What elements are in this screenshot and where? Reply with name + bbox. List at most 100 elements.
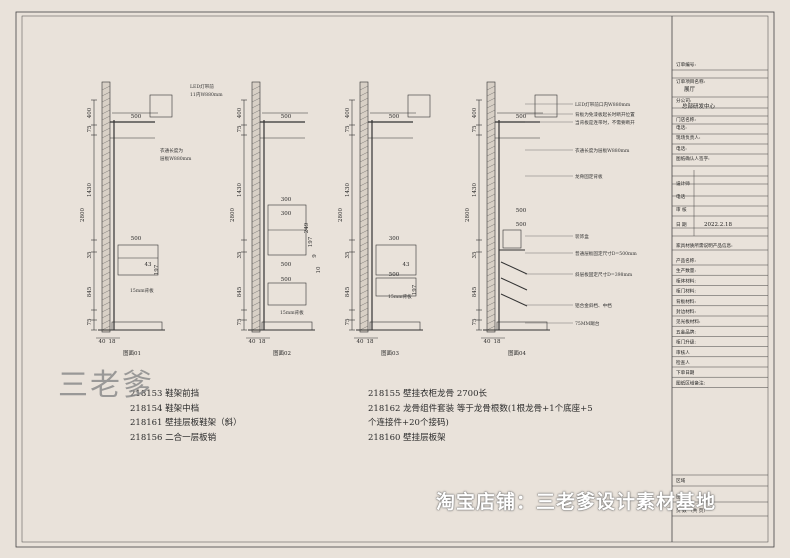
wall-section (359, 81, 369, 333)
dim-label: 75 (345, 125, 351, 132)
wall-hatch (101, 109, 111, 115)
parts-item-right: 218160 壁挂层板架 (368, 432, 446, 443)
wall-hatch (359, 121, 369, 127)
wall-hatch (101, 163, 111, 169)
wall-hatch (101, 103, 111, 109)
dim-label: 75 (472, 318, 478, 325)
drawer-width-label: 500 (389, 272, 400, 278)
wall-hatch (486, 91, 496, 97)
wall-hatch (251, 127, 261, 133)
wall-hatch (486, 277, 496, 283)
wall-hatch (101, 187, 111, 193)
wall-hatch (101, 139, 111, 145)
drawer-box (375, 244, 417, 276)
wall-hatch (101, 295, 111, 301)
wall-hatch (101, 85, 111, 91)
wall-hatch (251, 283, 261, 289)
spec-row-label: 柜门材料: (676, 288, 696, 295)
wall-hatch (251, 115, 261, 121)
wall-section (486, 81, 496, 333)
wall-hatch (359, 271, 369, 277)
product-info-label: 家具材质所需说明产品信息: (676, 242, 733, 249)
dim-label: 75 (237, 318, 243, 325)
wall-hatch (251, 235, 261, 241)
wall-hatch (359, 229, 369, 235)
store-label: 订单项目名称: (676, 78, 706, 85)
dim-label: 1430 (237, 183, 243, 197)
wall-hatch (359, 115, 369, 121)
dim-label: 1430 (87, 183, 93, 197)
wall-hatch (101, 133, 111, 139)
wall-hatch (251, 175, 261, 181)
inner-dim-label: 300 (281, 211, 292, 217)
wall-hatch (251, 319, 261, 325)
wall-hatch (101, 211, 111, 217)
wall-hatch (251, 103, 261, 109)
dim-label: 400 (472, 107, 478, 118)
parts-item-left: 218153 鞋架前挡 (130, 388, 199, 399)
wall-hatch (251, 313, 261, 319)
wall-hatch (486, 241, 496, 247)
wall-hatch (359, 313, 369, 319)
wall-hatch (359, 187, 369, 193)
bottom-dim-label: 18 (259, 339, 266, 345)
wall-hatch (101, 97, 111, 103)
wall-hatch (101, 91, 111, 97)
elevation-label: 图面01 (123, 349, 141, 357)
wall-hatch (101, 175, 111, 181)
review-label: 审 核 (676, 206, 687, 213)
wall-hatch (359, 103, 369, 109)
dim-label: 400 (237, 107, 243, 118)
wall-hatch (359, 91, 369, 97)
wall-hatch (486, 295, 496, 301)
spec-row-label: 柜体材料: (676, 277, 696, 284)
note-back-panel: 15mm背板 (388, 293, 412, 300)
dim-label: 2800 (80, 208, 86, 222)
phone2-label: 电话: (676, 145, 687, 152)
note-shelf: 层板W880mm (160, 155, 192, 162)
wall-hatch (359, 295, 369, 301)
spec-row-label: 产品名称: (676, 257, 696, 264)
wall-hatch (486, 187, 496, 193)
bottom-dim-label: 40 (249, 339, 256, 345)
wall-hatch (251, 145, 261, 151)
wall-hatch (101, 121, 111, 127)
elevation-label: 图面03 (381, 349, 399, 357)
wall-hatch (486, 121, 496, 127)
wall-hatch (251, 259, 261, 265)
wall-hatch (486, 265, 496, 271)
wall-hatch (101, 313, 111, 319)
dim-label: 75 (472, 125, 478, 132)
branch-value: 总部研发中心 (682, 102, 716, 110)
wall-hatch (251, 271, 261, 277)
note-back-panel: 15mm背板 (280, 309, 304, 316)
wall-hatch (251, 91, 261, 97)
spec-row-label: 图纸区域备注: (676, 379, 706, 386)
wall-hatch (251, 211, 261, 217)
drawer-dim-label: 197 (154, 264, 160, 275)
dim-label: 845 (472, 286, 478, 297)
wall-hatch (101, 181, 111, 187)
wall-hatch (251, 187, 261, 193)
dim-label: 75 (345, 318, 351, 325)
width-dim-label: 500 (516, 114, 527, 120)
wall-hatch (486, 313, 496, 319)
wall-hatch (486, 157, 496, 163)
inner-dim-label: 197 (308, 236, 314, 247)
drawer-dim-label: 197 (412, 284, 418, 295)
width-dim-label: 500 (389, 114, 400, 120)
led-box (407, 94, 431, 118)
shop-banner-text: 淘宝店铺：三老爹设计素材基地 (436, 491, 717, 513)
wall-hatch (359, 151, 369, 157)
wall-hatch (359, 193, 369, 199)
wall-hatch (101, 271, 111, 277)
kick-plinth (111, 321, 163, 331)
wall-hatch (486, 247, 496, 253)
kick-plinth (261, 321, 313, 331)
branch-label: 分公司: (676, 97, 692, 104)
wall-hatch (101, 283, 111, 289)
drawer-width-label: 300 (281, 197, 292, 203)
dim-label: 75 (237, 125, 243, 132)
